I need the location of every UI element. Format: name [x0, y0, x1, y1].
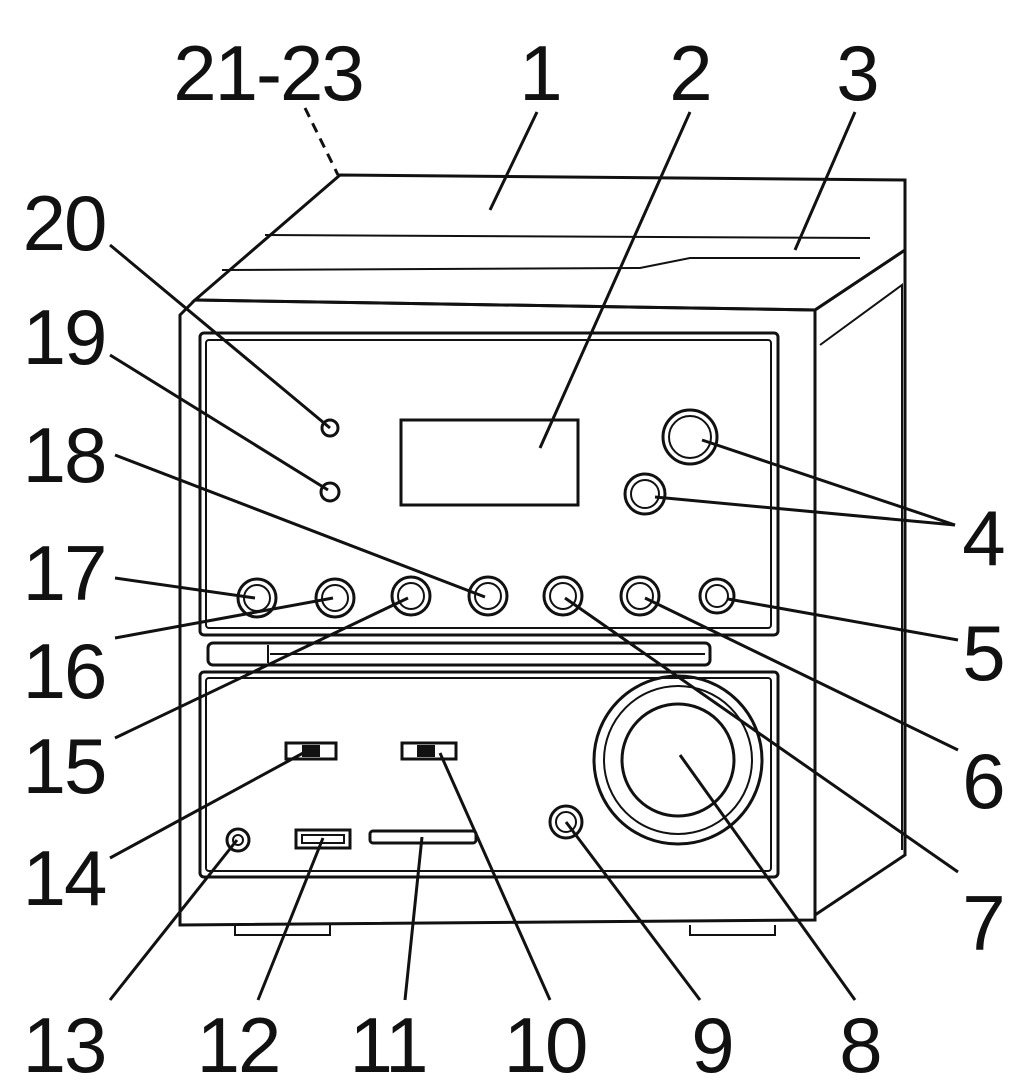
button-5-inner [705, 584, 729, 608]
lower-panel-frame [198, 670, 780, 879]
leader-7 [564, 596, 959, 874]
device-body [178, 173, 907, 936]
callout-6: 6 [962, 737, 1003, 825]
leader-10 [438, 752, 552, 1001]
leader-6 [644, 596, 959, 752]
leader-3 [793, 111, 857, 251]
button-6-inner [626, 582, 654, 610]
leader-1 [488, 111, 539, 211]
lid-edge-line-2 [221, 257, 860, 271]
button-18[interactable] [467, 575, 509, 617]
leader-18 [114, 453, 486, 599]
leader-14 [109, 750, 306, 860]
standby-led [320, 418, 340, 438]
button-16[interactable] [314, 577, 356, 619]
callout-19: 19 [23, 293, 106, 381]
callout-17: 17 [23, 529, 106, 617]
leader-11 [403, 836, 424, 1001]
aux-jack-inner [232, 834, 244, 846]
leader-4b [654, 495, 956, 527]
leader-20 [109, 243, 331, 430]
callout-5: 5 [962, 609, 1003, 697]
callout-3: 3 [836, 29, 877, 117]
button-16-inner [321, 584, 349, 612]
lower-panel-inner [205, 677, 772, 872]
upper-panel [198, 331, 780, 637]
button-6[interactable] [619, 575, 661, 617]
volume-knob-cap [620, 702, 736, 818]
upper-panel-inner [205, 339, 772, 629]
leader-16 [114, 596, 334, 640]
button-9[interactable] [548, 804, 584, 840]
callout-labels: 21-23 1 2 3 20 19 18 17 16 15 14 13 12 1… [23, 29, 1007, 1084]
button-17[interactable] [236, 577, 278, 619]
open-button-inner [630, 479, 660, 509]
callout-10: 10 [504, 1001, 587, 1084]
callout-12: 12 [197, 1001, 280, 1084]
button-15[interactable] [390, 575, 432, 617]
power-button-inner [668, 415, 712, 459]
button-7[interactable] [542, 575, 584, 617]
callout-13: 13 [23, 1001, 106, 1084]
side-panel-inner [819, 283, 903, 850]
button-7-inner [549, 582, 577, 610]
open-button-outer[interactable] [623, 472, 667, 516]
leader-9 [564, 821, 702, 1001]
callout-21-23: 21-23 [173, 29, 363, 117]
callout-14: 14 [23, 834, 106, 922]
button-9-inner [555, 811, 577, 833]
switch-10-knob [417, 745, 435, 757]
leader-8 [678, 754, 857, 1001]
cd-slot [206, 641, 712, 667]
leader-4a [701, 438, 956, 527]
callout-11: 11 [350, 1001, 427, 1084]
leader-lines [108, 107, 959, 1001]
leader-12 [256, 837, 325, 1001]
usb-port [294, 828, 352, 850]
ir-sensor [319, 481, 341, 503]
button-5[interactable] [698, 577, 736, 615]
base-foot-left [234, 925, 331, 936]
callout-1: 1 [519, 29, 560, 117]
usb-port-inner [301, 834, 345, 844]
aux-jack [225, 827, 251, 853]
side-panel [814, 247, 907, 917]
callout-20: 20 [23, 179, 106, 267]
button-18-inner [474, 582, 502, 610]
lower-panel [198, 670, 780, 879]
upper-panel-frame [198, 331, 780, 637]
callout-7: 7 [962, 879, 1003, 967]
lid-edge-line-1 [264, 234, 871, 239]
leader-21-23 [303, 107, 340, 176]
callout-16: 16 [23, 627, 106, 715]
leader-19 [109, 353, 329, 492]
leader-5 [727, 597, 959, 642]
volume-knob-ring [603, 685, 753, 835]
callout-15: 15 [23, 722, 106, 810]
volume-knob-outer[interactable] [592, 674, 764, 846]
leader-15 [114, 596, 409, 740]
display-window [399, 418, 580, 507]
leader-2 [538, 111, 692, 449]
leader-13 [108, 839, 239, 1001]
power-button-outer[interactable] [661, 408, 719, 466]
callout-9: 9 [691, 1001, 732, 1084]
button-15-inner [397, 582, 425, 610]
callout-2: 2 [669, 29, 710, 117]
switch-14[interactable] [284, 741, 338, 761]
callout-8: 8 [839, 1001, 880, 1084]
callout-4: 4 [962, 494, 1004, 582]
switch-10[interactable] [400, 741, 458, 761]
callout-18: 18 [23, 411, 106, 499]
switch-14-knob [302, 745, 320, 757]
cd-slot-outer [206, 641, 712, 667]
base-foot-right [689, 925, 776, 936]
leader-17 [114, 576, 256, 600]
